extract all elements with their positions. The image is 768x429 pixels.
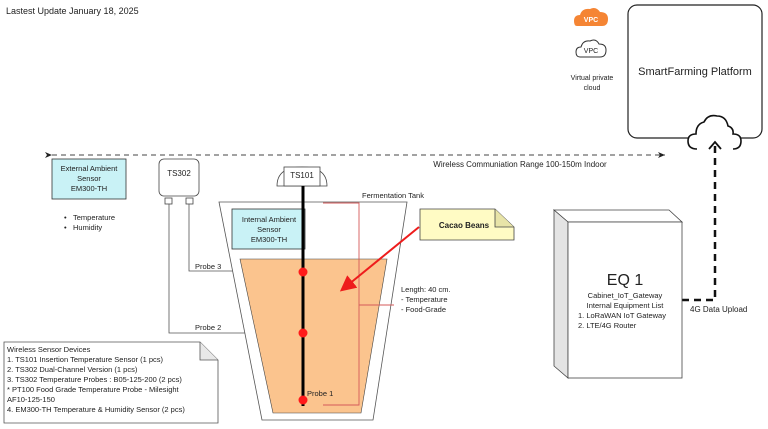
vpc-filled-icon: VPC — [574, 8, 608, 26]
svg-text:External Ambient: External Ambient — [61, 164, 119, 173]
cacao-beans-arrow — [339, 226, 420, 292]
svg-text:Cacao Beans: Cacao Beans — [439, 221, 490, 230]
length-note-line2: - Temperature — [401, 295, 448, 304]
device-list-line-3: 3. TS302 Temperature Probes : B05-125-20… — [7, 375, 182, 384]
svg-text:Internal Ambient: Internal Ambient — [242, 215, 297, 224]
length-note-line3: - Food-Grade — [401, 305, 446, 314]
cacao-beans-fill — [239, 258, 388, 414]
eq1-title: EQ 1 — [607, 272, 644, 289]
platform-title: SmartFarming Platform — [638, 66, 752, 78]
svg-text:VPC: VPC — [584, 48, 598, 55]
4g-upload-connector — [682, 142, 717, 302]
vpc-outline-icon: VPC — [575, 39, 607, 58]
device-list-line-4: * PT100 Food Grade Temperature Probe - M… — [7, 385, 180, 394]
cacao-beans-note[interactable]: Cacao Beans — [419, 208, 515, 241]
probe-1-point[interactable] — [298, 395, 308, 405]
tank-label: Fermentation Tank — [362, 191, 424, 200]
gateway-line-1: Cabinet_IoT_Gateway — [588, 291, 663, 300]
4g-upload-label: 4G Data Upload — [690, 305, 747, 314]
measure-temperature: Temperature — [73, 213, 115, 222]
device-list-note[interactable]: Wireless Sensor Devices 1. TS101 Inserti… — [3, 341, 219, 424]
device-list-line-2: 2. TS302 Dual-Channel Version (1 pcs) — [7, 365, 138, 374]
device-list-line-5: AF10-125-150 — [7, 395, 55, 404]
svg-text:Sensor: Sensor — [257, 225, 281, 234]
device-list-line-6: 4. EM300-TH Temperature & Humidity Senso… — [7, 405, 185, 414]
probe-1-label: Probe 1 — [307, 389, 333, 398]
ts101-device[interactable]: TS101 — [276, 166, 328, 187]
probe-3-point[interactable] — [298, 267, 308, 277]
internal-ambient-sensor[interactable]: Internal Ambient Sensor EM300-TH — [231, 208, 306, 250]
length-bracket — [323, 202, 360, 406]
measure-bullet-2: • — [64, 223, 67, 232]
svg-text:VPC: VPC — [584, 17, 598, 24]
svg-text:Sensor: Sensor — [77, 174, 101, 183]
device-list-line-1: 1. TS101 Insertion Temperature Sensor (1… — [7, 355, 164, 364]
length-note-line1: Length: 40 cm. — [401, 285, 451, 294]
vpc-caption-line2: cloud — [584, 85, 601, 92]
ts302-device[interactable]: TS302 — [158, 158, 200, 205]
eq1-gateway-cabinet[interactable]: EQ 1 Cabinet_IoT_Gateway Internal Equipm… — [552, 209, 684, 379]
upload-arrowhead-icon — [708, 140, 722, 150]
gateway-line-4: 2. LTE/4G Router — [578, 321, 637, 330]
cloud-icon — [687, 114, 742, 150]
svg-text:TS101: TS101 — [290, 171, 314, 180]
gateway-line-2: Internal Equipment List — [587, 301, 665, 310]
smartfarming-platform-box[interactable]: SmartFarming Platform — [627, 4, 763, 139]
last-update-text: Lastest Update January 18, 2025 — [6, 6, 139, 16]
vpc-caption-line1: Virtual private — [571, 75, 614, 82]
probe-3-label: Probe 3 — [195, 262, 221, 271]
wireless-range-label: Wireless Communiation Range 100-150m Ind… — [433, 160, 607, 169]
measure-bullet-1: • — [64, 213, 67, 222]
probe-2-point[interactable] — [298, 328, 308, 338]
svg-text:EM300-TH: EM300-TH — [251, 235, 287, 244]
device-list-line-0: Wireless Sensor Devices — [7, 345, 91, 354]
svg-text:EM300-TH: EM300-TH — [71, 184, 107, 193]
external-ambient-sensor[interactable]: External Ambient Sensor EM300-TH — [51, 158, 127, 200]
measure-humidity: Humidity — [73, 223, 102, 232]
svg-text:TS302: TS302 — [167, 169, 191, 178]
probe-2-label: Probe 2 — [195, 323, 221, 332]
gateway-line-3: 1. LoRaWAN IoT Gateway — [578, 311, 666, 320]
